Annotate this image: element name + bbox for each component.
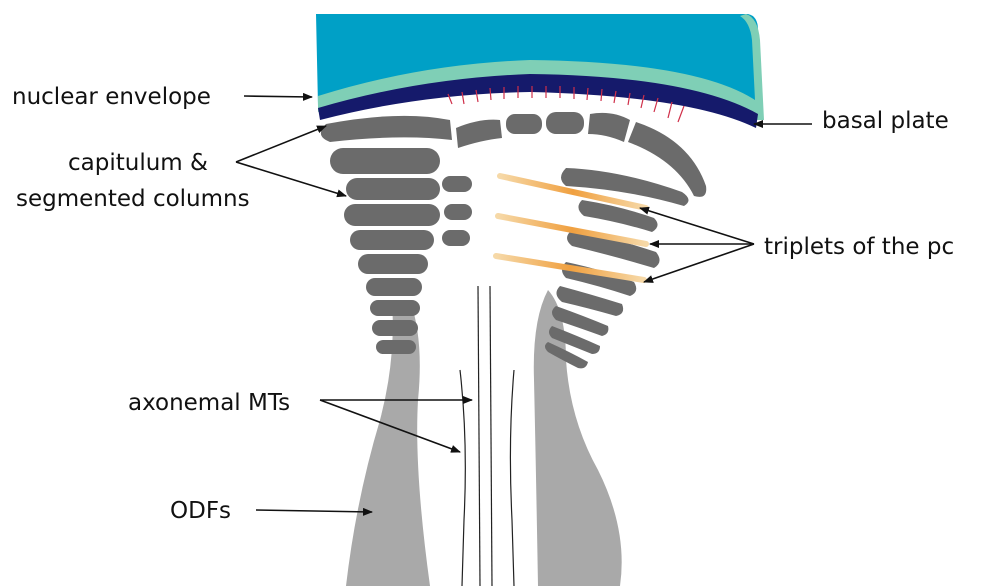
column-segment [442, 230, 470, 246]
axonemal-mt [478, 286, 480, 586]
label-segmented-columns: segmented columns [16, 186, 250, 212]
axonemal-mt [510, 370, 514, 586]
column-segment [444, 204, 472, 220]
label-capitulum: capitulum & [68, 150, 208, 176]
arrow-nuclear-envelope [244, 96, 312, 97]
capitulum-segment [506, 114, 542, 134]
column-segment [376, 340, 416, 354]
capitulum [321, 116, 452, 142]
capitulum-segment [588, 113, 630, 142]
odf-right [534, 290, 622, 586]
arrow-capitulum [236, 126, 326, 162]
arrow-segmented-columns [236, 162, 346, 196]
label-nuclear-envelope: nuclear envelope [12, 84, 211, 110]
column-segment [344, 204, 440, 226]
annotation-arrows [236, 96, 812, 512]
label-odfs: ODFs [170, 498, 231, 524]
axonemal-mt [460, 370, 465, 586]
column-segment [372, 320, 418, 336]
label-basal-plate: basal plate [822, 108, 949, 134]
label-axonemal-mts: axonemal MTs [128, 390, 290, 416]
segmented-column-left [330, 148, 472, 354]
label-triplets-pc: triplets of the pc [764, 234, 954, 260]
column-segment [330, 148, 440, 174]
arrow-triplet-3 [644, 244, 754, 282]
axonemal-mts [460, 286, 514, 586]
column-segment [442, 176, 472, 192]
column-segment [346, 178, 440, 200]
axonemal-mt [490, 286, 492, 586]
column-segment [358, 254, 428, 274]
capitulum-segment [456, 120, 502, 148]
column-segment [370, 300, 420, 316]
arrow-odfs [256, 510, 372, 512]
column-segment [350, 230, 434, 250]
column-segment [366, 278, 422, 296]
capitulum-segment [546, 112, 584, 134]
